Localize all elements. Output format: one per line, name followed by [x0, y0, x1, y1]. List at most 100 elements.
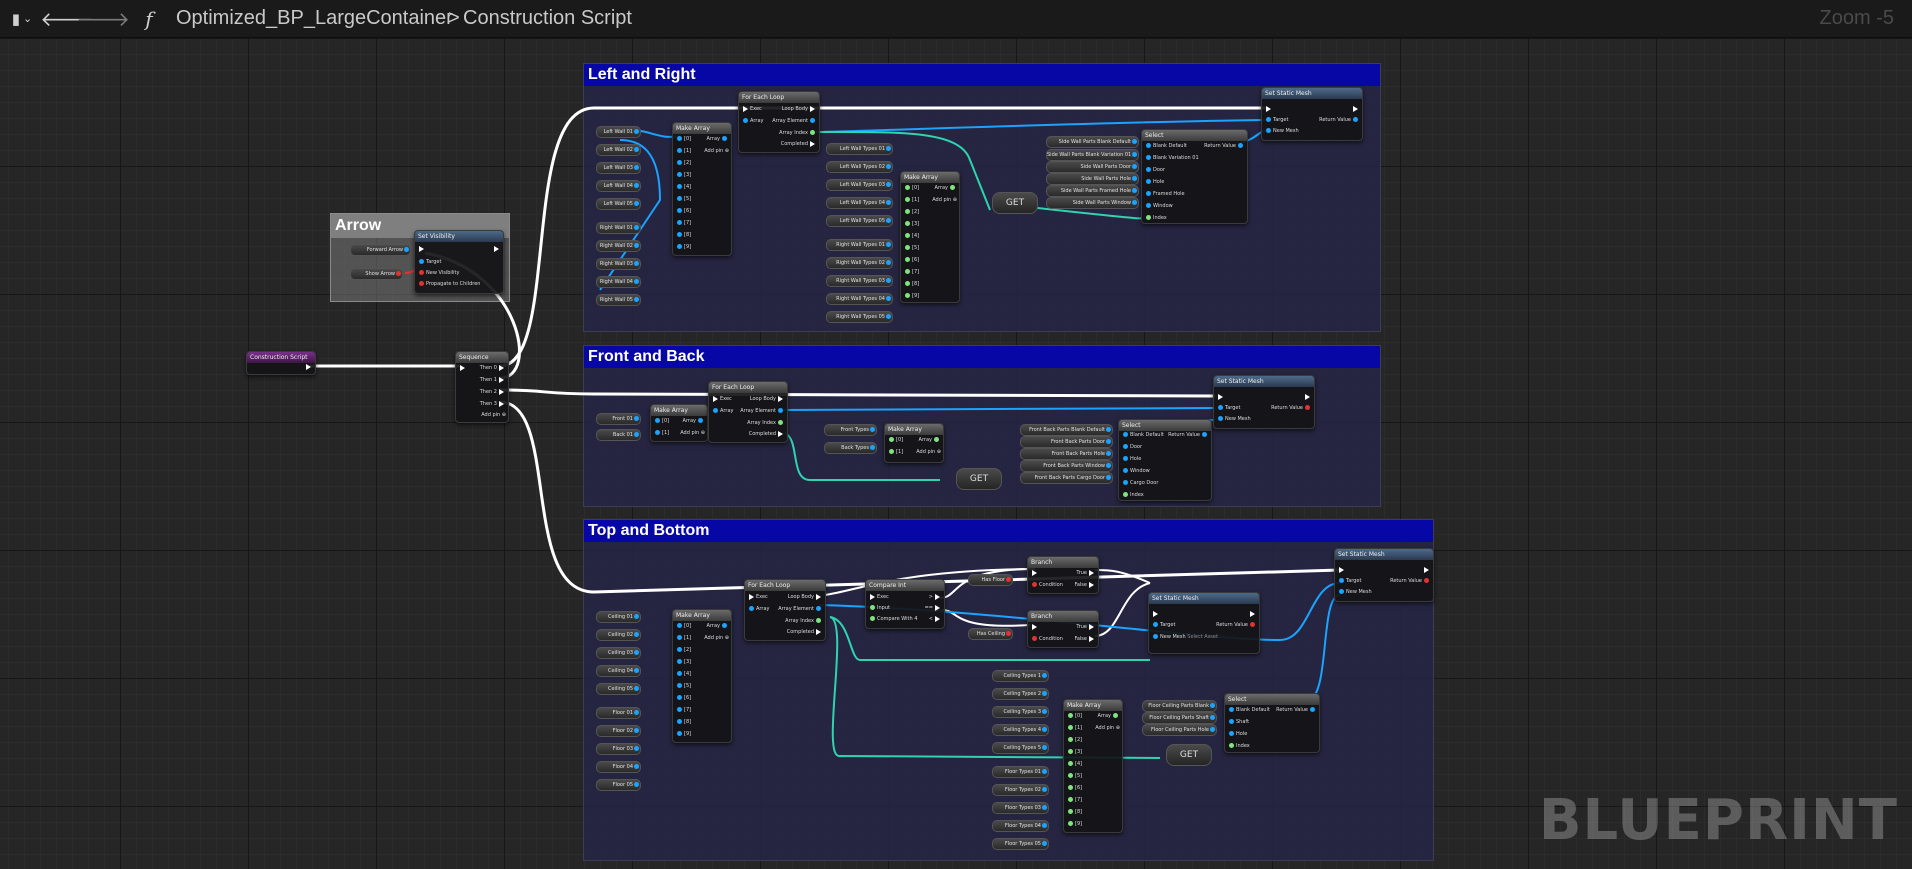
exec-out-pin[interactable] [1422, 566, 1431, 575]
index-pin-0[interactable]: [0] [675, 135, 691, 144]
lr-wall-getter[interactable]: Left Wall 05 [596, 198, 641, 210]
greater-pin[interactable]: > [929, 593, 942, 602]
branch-floor-node[interactable]: Branch Condition True False [1027, 556, 1099, 594]
index-pin-1[interactable]: [1] [1066, 724, 1082, 733]
index-pin-3[interactable]: [3] [1066, 748, 1082, 757]
propagate-pin[interactable]: Propagate to Children [417, 280, 480, 289]
show-arrow-getter[interactable]: Show Arrow [350, 268, 403, 280]
select-option-pin-1[interactable]: Shaft [1227, 718, 1249, 727]
completed-pin[interactable]: Completed [787, 628, 823, 637]
branch-ceiling-node[interactable]: Branch Condition True False [1027, 610, 1099, 648]
exec-in-pin[interactable] [458, 364, 467, 373]
array-index-pin[interactable]: Array Index [747, 419, 785, 428]
back-types-getter[interactable]: Back Types [824, 442, 877, 454]
tb-set-static-mesh-node[interactable]: Set Static Mesh Target Return Value New … [1334, 548, 1434, 602]
index-pin-7[interactable]: [7] [675, 219, 691, 228]
true-pin[interactable]: True [1076, 623, 1096, 632]
exec-in-pin[interactable] [1030, 569, 1039, 578]
tb-part-getter[interactable]: Floor Ceiling Parts Shaft [1142, 712, 1217, 724]
fb-part-getter[interactable]: Front Back Parts Blank Default [1020, 424, 1113, 436]
lr-wall-getter[interactable]: Left Wall 02 [596, 144, 641, 156]
exec-out-pin[interactable] [1351, 105, 1360, 114]
index-1-pin[interactable]: [1] [887, 448, 903, 457]
fb-set-static-mesh-node[interactable]: Set Static Mesh Target Return Value New … [1213, 375, 1315, 429]
index-pin-5[interactable]: [5] [675, 682, 691, 691]
tb-item-getter[interactable]: Floor 04 [596, 761, 641, 773]
back-button[interactable]: 🡐 [40, 0, 94, 37]
lr-wall-getter[interactable]: Left Wall 01 [596, 126, 641, 138]
select-option-pin-3[interactable]: Window [1121, 467, 1150, 476]
new-mesh-pin[interactable]: New Mesh [1216, 415, 1251, 424]
back-01-getter[interactable]: Back 01 [596, 429, 641, 441]
tb-get-node[interactable]: GET [1166, 744, 1212, 766]
return-value-pin[interactable]: Return Value [1271, 404, 1312, 413]
index-pin-9[interactable]: [9] [1066, 820, 1082, 829]
index-1-pin[interactable]: [1] [653, 429, 669, 438]
select-option-pin-0[interactable]: Blank Default [1144, 142, 1187, 151]
add-pin-button[interactable]: Add pin ⊕ [704, 635, 729, 641]
fb-part-getter[interactable]: Front Back Parts Window [1020, 460, 1113, 472]
condition-pin[interactable]: Condition [1030, 635, 1063, 644]
exec-in-pin[interactable] [1216, 393, 1225, 402]
false-pin[interactable]: False [1074, 581, 1096, 590]
tb-type-getter[interactable]: Floor Types 02 [992, 784, 1049, 796]
tb-type-getter[interactable]: Floor Types 04 [992, 820, 1049, 832]
select-option-pin-1[interactable]: Blank Variation 01 [1144, 154, 1199, 163]
lr-types-make-array-node[interactable]: Make Array Array Add pin ⊕ [0][1][2][3][… [900, 171, 960, 303]
select-index-pin[interactable]: Index [1121, 491, 1144, 500]
index-pin-0[interactable]: [0] [675, 622, 691, 631]
tb-part-getter[interactable]: Floor Ceiling Parts Hole [1142, 724, 1217, 736]
index-pin-8[interactable]: [8] [903, 280, 919, 289]
lr-wall-type-getter[interactable]: Right Wall Types 01 [826, 239, 893, 251]
lr-part-getter[interactable]: Side Wall Parts Blank Variation 01 [1046, 149, 1139, 161]
target-pin[interactable]: Target [1264, 116, 1288, 125]
index-pin-1[interactable]: [1] [675, 147, 691, 156]
tb-item-getter[interactable]: Ceiling 03 [596, 647, 641, 659]
index-pin-1[interactable]: [1] [675, 634, 691, 643]
index-pin-1[interactable]: [1] [903, 196, 919, 205]
index-pin-7[interactable]: [7] [675, 706, 691, 715]
index-pin-7[interactable]: [7] [903, 268, 919, 277]
tb-for-each-loop-node[interactable]: For Each Loop Exec Array Loop Body Array… [744, 579, 826, 641]
front-01-getter[interactable]: Front 01 [596, 413, 641, 425]
tb-types-make-array-node[interactable]: Make Array Array Add pin ⊕ [0][1][2][3][… [1063, 699, 1123, 833]
array-element-pin[interactable]: Array Element [740, 407, 785, 416]
tb-item-getter[interactable]: Ceiling 02 [596, 629, 641, 641]
index-pin-7[interactable]: [7] [1066, 796, 1082, 805]
fb-types-make-array-node[interactable]: Make Array [0] [1] Array Add pin ⊕ [884, 423, 944, 463]
array-element-pin[interactable]: Array Element [772, 117, 817, 126]
index-pin-0[interactable]: [0] [903, 184, 919, 193]
tb-type-getter[interactable]: Ceiling Types 1 [992, 670, 1049, 682]
return-value-pin[interactable]: Return Value [1276, 706, 1317, 715]
lr-part-getter[interactable]: Side Wall Parts Door [1046, 161, 1139, 173]
bookmark-dropdown-button[interactable]: ▮⌄ [4, 0, 40, 37]
index-pin-5[interactable]: [5] [903, 244, 919, 253]
index-pin-2[interactable]: [2] [675, 159, 691, 168]
add-pin-button[interactable]: Add pin ⊕ [481, 412, 506, 418]
lr-wall-getter[interactable]: Right Wall 01 [596, 222, 641, 234]
lr-get-node[interactable]: GET [992, 192, 1038, 214]
array-index-pin[interactable]: Array Index [785, 617, 823, 626]
lr-set-static-mesh-node[interactable]: Set Static Mesh Target Return Value New … [1261, 87, 1363, 141]
loop-body-pin[interactable]: Loop Body [750, 395, 785, 404]
return-value-pin[interactable]: Return Value [1216, 621, 1257, 630]
new-mesh-pin[interactable]: New Mesh [1337, 588, 1372, 597]
index-pin-4[interactable]: [4] [675, 670, 691, 679]
array-pin[interactable]: Array [711, 407, 733, 416]
tb-type-getter[interactable]: Floor Types 05 [992, 838, 1049, 850]
exec-in-pin[interactable] [417, 245, 426, 254]
fb-part-getter[interactable]: Front Back Parts Hole [1020, 448, 1113, 460]
return-value-pin[interactable]: Return Value [1319, 116, 1360, 125]
select-index-pin[interactable]: Index [1227, 742, 1250, 751]
index-pin-8[interactable]: [8] [675, 231, 691, 240]
fb-make-array-node[interactable]: Make Array [0] [1] Array Add pin ⊕ [650, 404, 708, 442]
tb-type-getter[interactable]: Ceiling Types 5 [992, 742, 1049, 754]
new-visibility-pin[interactable]: New Visibility [417, 269, 459, 278]
lr-for-each-loop-node[interactable]: For Each Loop Exec Array Loop Body Array… [738, 91, 820, 153]
select-option-pin-0[interactable]: Blank Default [1121, 431, 1164, 440]
exec-out-pin[interactable] [1248, 610, 1257, 619]
exec-in-pin[interactable] [1337, 566, 1346, 575]
tb-type-getter[interactable]: Floor Types 03 [992, 802, 1049, 814]
tb-item-getter[interactable]: Ceiling 04 [596, 665, 641, 677]
